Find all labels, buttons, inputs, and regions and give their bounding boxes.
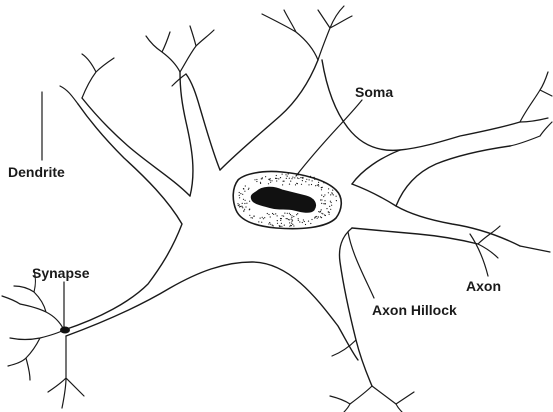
label-soma: Soma	[355, 85, 393, 99]
label-axon-hillock: Axon Hillock	[372, 303, 457, 317]
synapse-terminal	[60, 327, 70, 334]
label-synapse: Synapse	[32, 266, 90, 280]
axon-leader	[470, 234, 488, 276]
label-dendrite: Dendrite	[8, 165, 65, 179]
nucleus	[233, 171, 341, 228]
label-axon: Axon	[466, 279, 501, 293]
soma-leader	[296, 100, 362, 176]
axon-hillock-leader	[348, 232, 374, 298]
